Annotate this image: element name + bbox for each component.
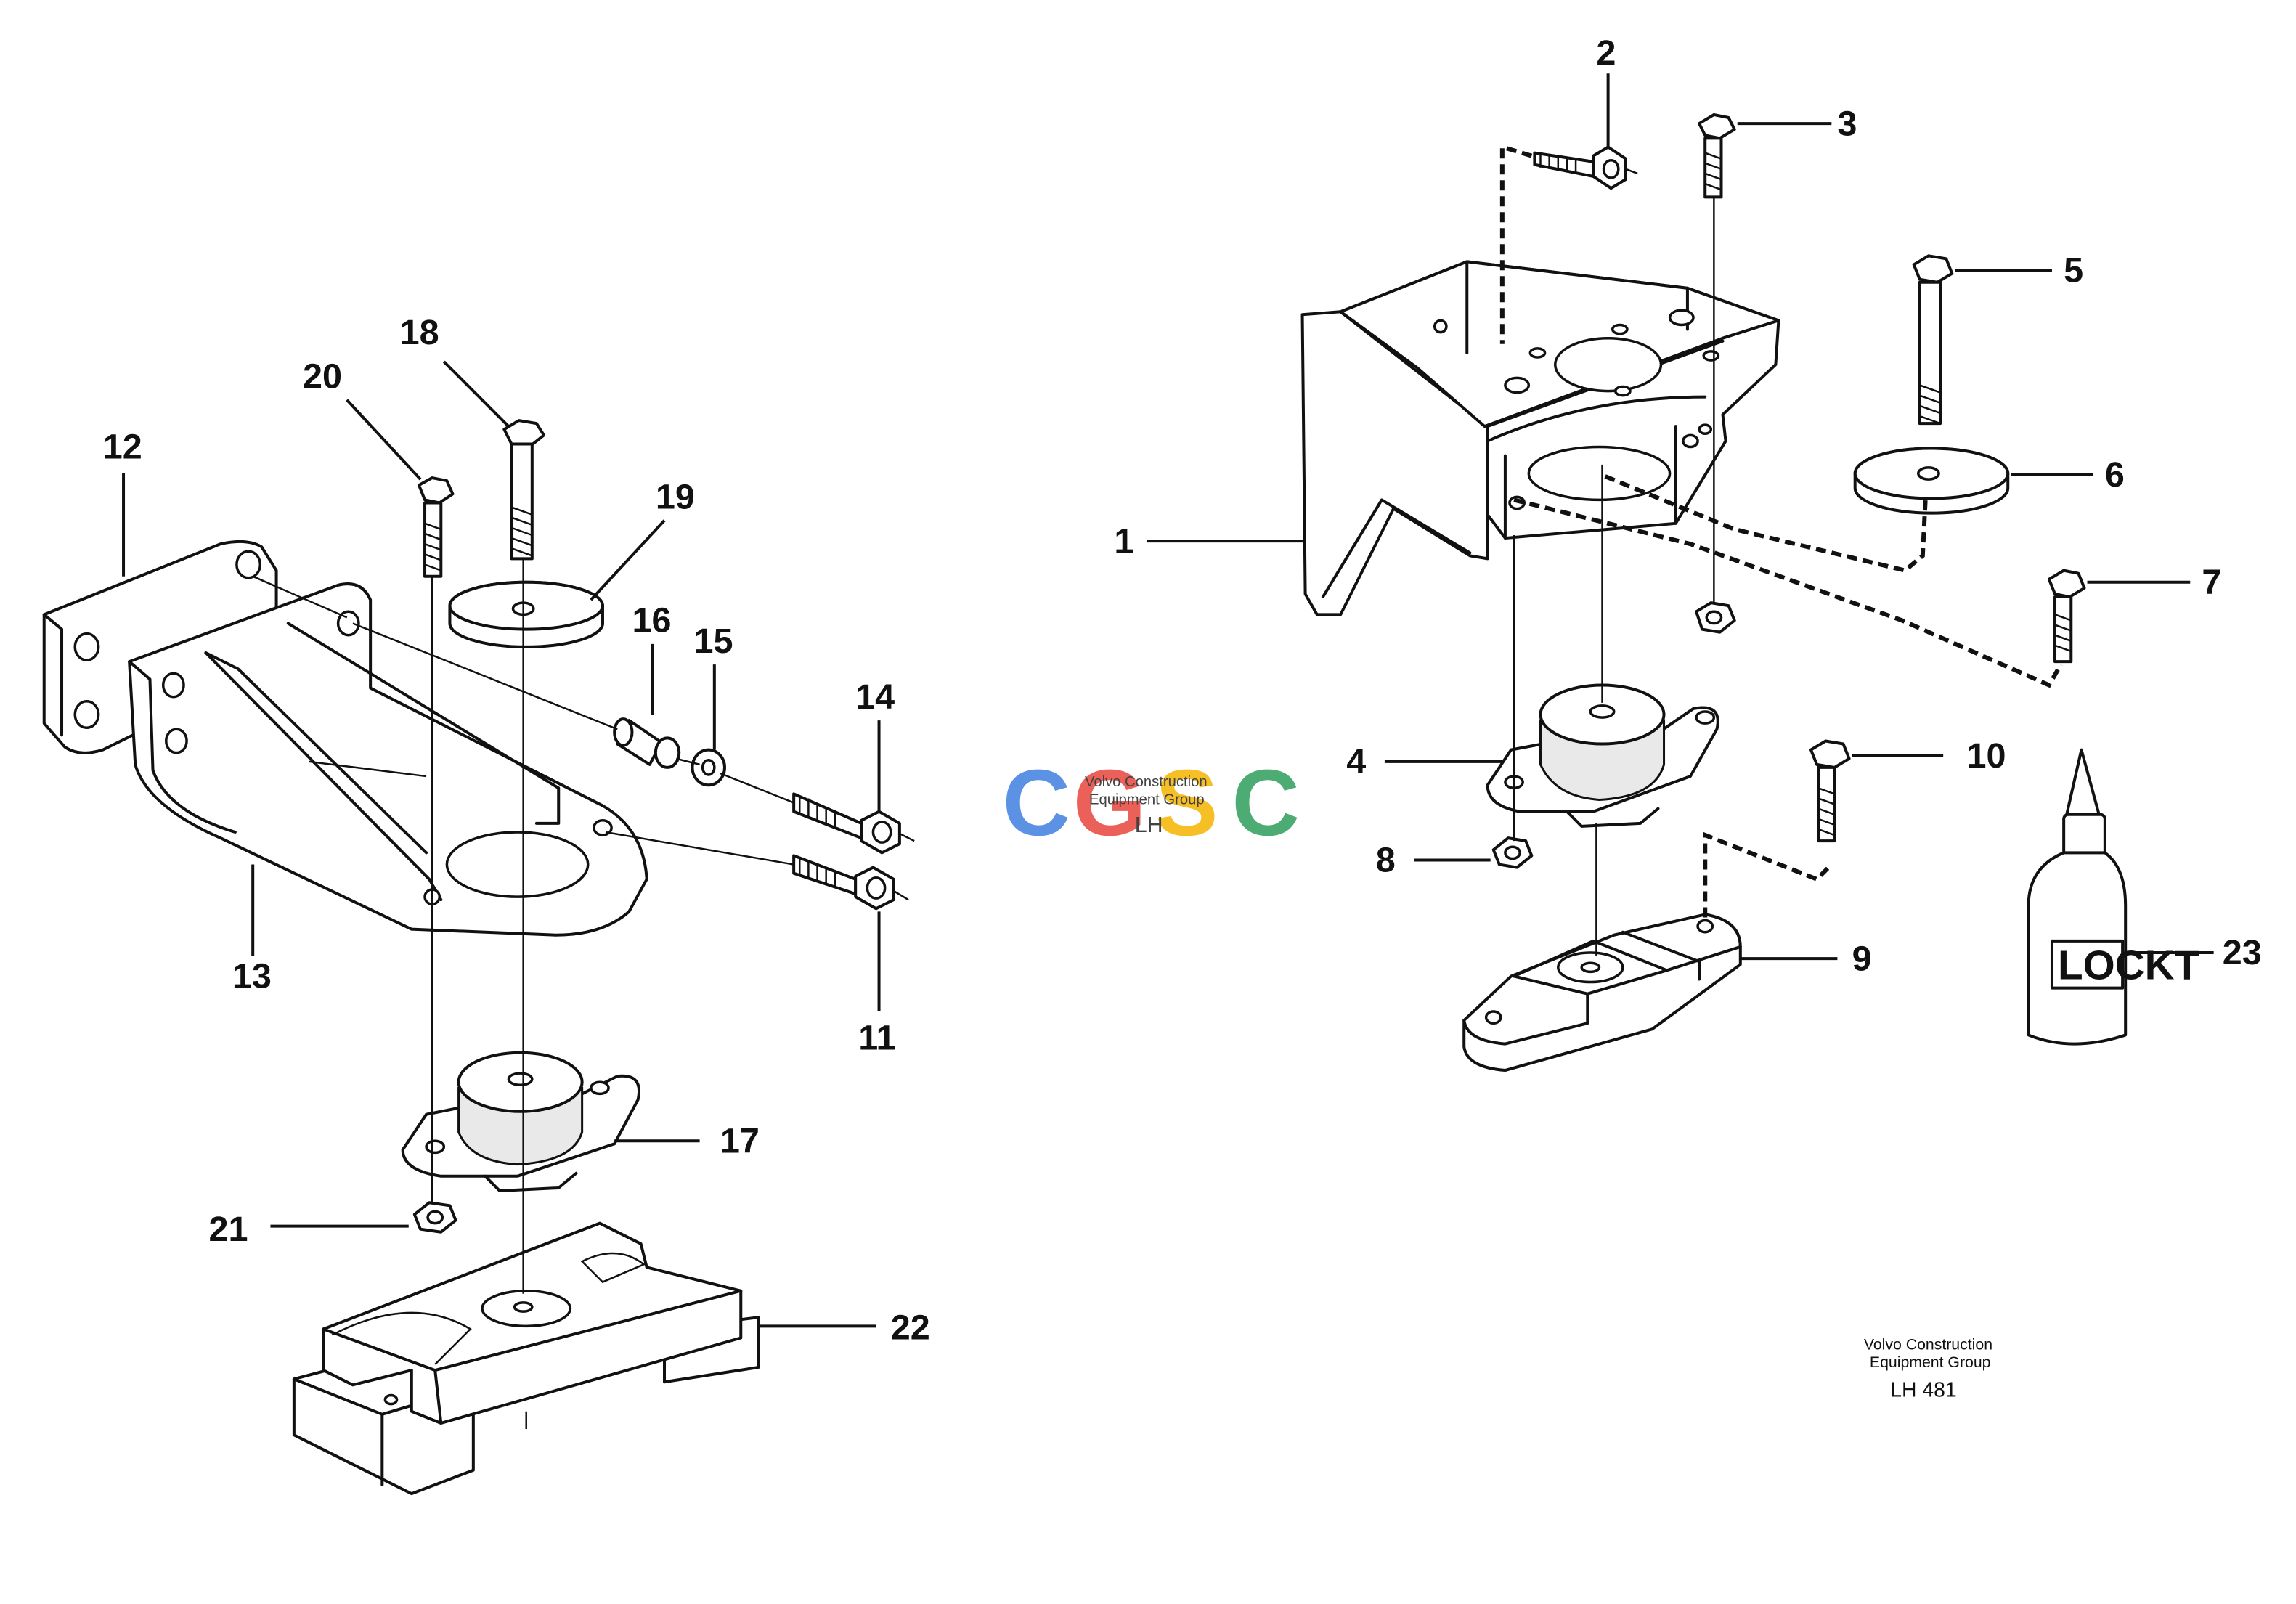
part-21-nut xyxy=(415,1202,456,1232)
watermark-letter-c2: C xyxy=(1232,751,1300,855)
bottle-label-text: LOCKT xyxy=(2058,943,2200,988)
part-3-bolt xyxy=(1699,115,1735,197)
watermark-line-2: Equipment Group xyxy=(1089,792,1205,808)
callout-18: 18 xyxy=(400,313,439,352)
callout-20: 20 xyxy=(303,357,342,396)
callout-16: 16 xyxy=(632,601,671,640)
part-5-bolt xyxy=(1914,256,1953,423)
part-4-rubber-mount xyxy=(1488,685,1718,826)
part-9-base-plate xyxy=(1464,914,1741,1070)
callout-6: 6 xyxy=(2105,455,2125,494)
part-19-washer xyxy=(449,582,603,647)
caption: Volvo Construction Equipment Group LH 48… xyxy=(1864,1336,1992,1402)
callout-11: 11 xyxy=(858,1019,895,1058)
part-13-bracket xyxy=(129,584,647,935)
caption-code: LH 481 xyxy=(1890,1379,1956,1402)
callout-10: 10 xyxy=(1967,736,2006,775)
leader-lines xyxy=(123,73,2214,1326)
callout-22: 22 xyxy=(891,1308,930,1348)
part-17-rubber-mount xyxy=(403,1053,639,1191)
part-16-spacer xyxy=(614,719,679,768)
part-22-support-block xyxy=(294,1224,759,1494)
left-guide-lines xyxy=(253,558,914,1293)
callout-labels: 1 2 3 4 5 6 7 8 9 10 11 12 13 14 15 16 1… xyxy=(103,33,2262,1347)
callout-7: 7 xyxy=(2202,563,2221,602)
callout-19: 19 xyxy=(656,478,695,517)
callout-3: 3 xyxy=(1837,104,1857,143)
part-6-washer xyxy=(1855,449,2008,513)
part-20-bolt xyxy=(419,478,453,577)
callout-17: 17 xyxy=(720,1121,760,1160)
part-1-bracket xyxy=(1303,261,1779,614)
callout-8: 8 xyxy=(1376,841,1396,880)
part-10-bolt xyxy=(1811,741,1849,841)
callout-23: 23 xyxy=(2223,933,2262,972)
part-18-bolt xyxy=(504,420,544,558)
caption-line-2: Equipment Group xyxy=(1870,1353,1991,1371)
watermark-letter-c1: C xyxy=(1003,751,1071,855)
part-2-bolt xyxy=(1534,147,1637,188)
bracket-nut xyxy=(1696,603,1735,632)
watermark-line-1: Volvo Construction xyxy=(1085,774,1208,790)
callout-13: 13 xyxy=(232,957,272,996)
part-15-washer xyxy=(692,750,725,786)
callout-1: 1 xyxy=(1114,521,1133,561)
watermark-code: LH xyxy=(1135,813,1163,837)
callout-9: 9 xyxy=(1852,939,1872,978)
callout-21: 21 xyxy=(208,1210,248,1249)
callout-4: 4 xyxy=(1346,742,1366,781)
part-7-bolt xyxy=(2049,571,2085,662)
caption-line-1: Volvo Construction xyxy=(1864,1336,1992,1353)
part-14-bolt xyxy=(794,794,900,852)
callout-2: 2 xyxy=(1596,33,1616,73)
part-11-bolt xyxy=(794,855,894,908)
part-8-nut xyxy=(1494,838,1532,867)
right-guide-lines xyxy=(1502,147,2061,956)
watermark-letter-s: S xyxy=(1155,751,1218,855)
callout-5: 5 xyxy=(2064,251,2083,290)
callout-15: 15 xyxy=(693,622,733,661)
cgsc-watermark: C G S C Volvo Construction Equipment Gro… xyxy=(1003,751,1300,855)
watermark-letter-g: G xyxy=(1073,751,1147,855)
part-23-locking-fluid-bottle: LOCKT xyxy=(2029,750,2200,1044)
callout-12: 12 xyxy=(103,428,142,467)
callout-14: 14 xyxy=(855,677,895,717)
